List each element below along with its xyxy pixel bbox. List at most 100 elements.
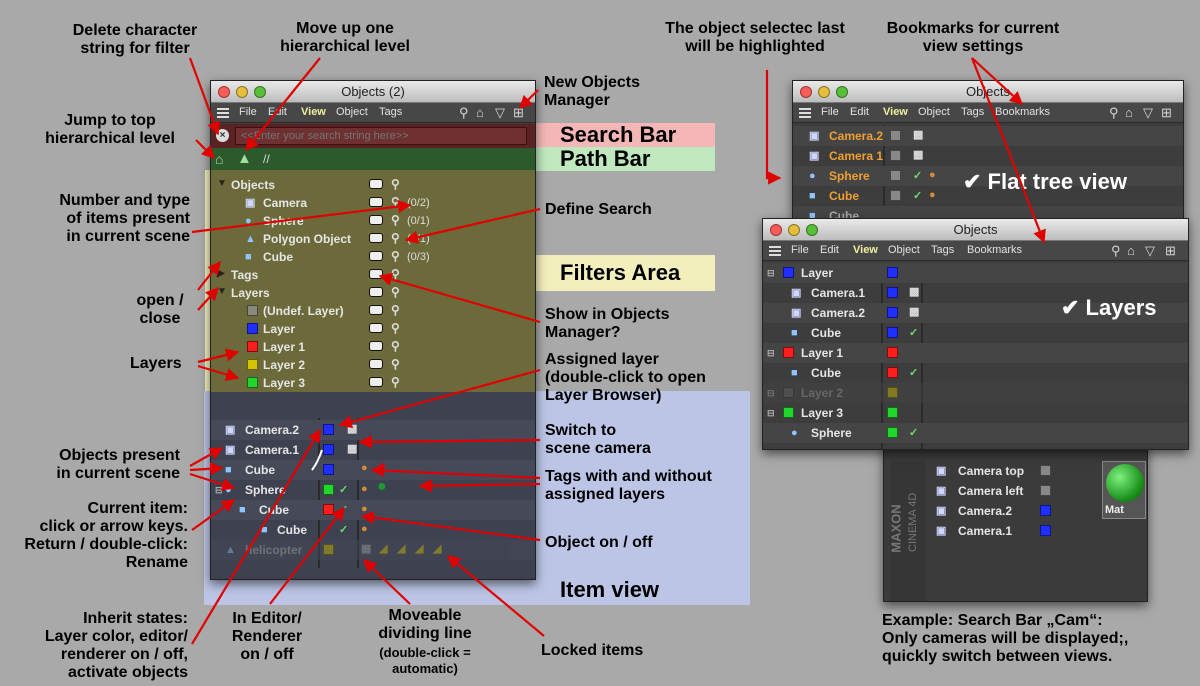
search-icon[interactable]: ⚲ [459, 105, 469, 120]
eye-icon[interactable] [369, 377, 383, 387]
filter-layer-layer2[interactable]: Layer 2 ⚲ [217, 355, 517, 375]
layer-color-swatch[interactable] [323, 504, 334, 515]
check-icon[interactable]: ✓ [339, 524, 349, 536]
layer-item-row[interactable]: ▣Camera.2▩ [763, 303, 1188, 323]
move-up-icon[interactable]: ⌂ [476, 105, 484, 120]
magnifier-icon[interactable]: ⚲ [391, 249, 400, 263]
layer-row[interactable]: ⊟Layer 3 [763, 403, 1188, 423]
layer-color-swatch[interactable] [323, 424, 334, 435]
item-helicopter[interactable]: ▲ helicopter ▦ ◢ ◢ ◢ ◢ [211, 540, 535, 560]
move-up-icon[interactable]: ⌂ [1127, 243, 1135, 258]
filter-object-cube[interactable]: ■ Cube ⚲ (0/3) [217, 247, 517, 267]
filter-layer-layer1[interactable]: Layer 1 ⚲ [217, 337, 517, 357]
tag-icon[interactable]: ● [361, 483, 368, 495]
camera-item[interactable]: ▣Camera.1 [932, 521, 1092, 541]
magnifier-icon[interactable]: ⚲ [391, 339, 400, 353]
material-swatch[interactable]: Mat [1102, 461, 1146, 519]
expand-toggle-icon[interactable]: ⊟ [215, 485, 223, 495]
new-manager-icon[interactable]: ⊞ [513, 105, 524, 120]
item-cube-grandchild[interactable]: ■ Cube ✓ ● [211, 520, 535, 540]
eye-icon[interactable] [369, 287, 383, 297]
filter-icon[interactable]: ▽ [1145, 243, 1155, 258]
zoom-window-button[interactable] [836, 86, 848, 98]
search-icon[interactable]: ⚲ [1109, 105, 1119, 120]
layer-row[interactable]: ⊟Layer 2 [763, 383, 1188, 403]
layer-color-swatch[interactable] [323, 444, 334, 455]
expand-toggle-icon[interactable]: ⊟ [767, 408, 775, 418]
filter-object-polygon[interactable]: ▲ Polygon Object ⚲ (0/1) [217, 229, 517, 249]
menu-edit[interactable]: Edit [268, 106, 287, 118]
menu-edit[interactable]: Edit [850, 106, 869, 118]
material-tag-icon[interactable]: ● [377, 458, 387, 475]
layer-color-swatch[interactable] [323, 544, 334, 555]
item-camera2[interactable]: ▣ Camera.2 ▩ [211, 420, 535, 440]
filter-object-camera[interactable]: ▣ Camera ⚲ (0/2) [217, 193, 517, 213]
flat-item[interactable]: ■Cube✓● [793, 186, 1183, 206]
magnifier-icon[interactable]: ⚲ [391, 303, 400, 317]
menu-object[interactable]: Object [918, 106, 950, 118]
menu-view[interactable]: View [853, 244, 878, 256]
title-bar[interactable]: Objects [793, 81, 1183, 103]
filter-icon[interactable]: ▽ [495, 105, 505, 120]
eye-icon[interactable] [369, 341, 383, 351]
up-arrow-icon[interactable]: ▲ [237, 150, 252, 167]
scene-camera-icon[interactable]: ▩ [347, 423, 358, 435]
menu-object[interactable]: Object [888, 244, 920, 256]
eye-icon[interactable] [369, 251, 383, 261]
filter-layer-layer3[interactable]: Layer 3 ⚲ [217, 373, 517, 393]
filter-layer-layer[interactable]: Layer ⚲ [217, 319, 517, 339]
layer-color-swatch[interactable] [323, 484, 334, 495]
hamburger-menu-icon[interactable] [769, 246, 781, 256]
magnifier-icon[interactable]: ⚲ [391, 195, 400, 209]
item-camera1[interactable]: ▣ Camera.1 ▩ [211, 440, 535, 460]
search-input[interactable] [235, 127, 527, 145]
material-tag-icon[interactable]: ● [377, 478, 387, 495]
layer-row[interactable]: ⊟Layer [763, 263, 1188, 283]
magnifier-icon[interactable]: ⚲ [391, 357, 400, 371]
menu-tags[interactable]: Tags [931, 244, 955, 256]
filter-icon[interactable]: ▽ [1143, 105, 1153, 120]
check-icon[interactable]: ✓ [339, 484, 349, 496]
magnifier-icon[interactable]: ⚲ [391, 321, 400, 335]
column-divider[interactable] [357, 418, 359, 568]
layer-item-row[interactable]: ▣Camera.1▩ [763, 283, 1188, 303]
menu-file[interactable]: File [821, 106, 839, 118]
eye-icon[interactable] [369, 359, 383, 369]
layer-color-swatch[interactable] [323, 464, 334, 475]
menu-view[interactable]: View [301, 106, 326, 118]
filter-object-sphere[interactable]: ● Sphere ⚲ (0/1) [217, 211, 517, 231]
menu-object[interactable]: Object [336, 106, 368, 118]
expand-toggle-icon[interactable]: ⊟ [767, 388, 775, 398]
menu-file[interactable]: File [239, 106, 257, 118]
menu-bookmarks[interactable]: Bookmarks [995, 106, 1051, 118]
title-bar[interactable]: Objects [763, 219, 1188, 241]
eye-icon[interactable] [369, 269, 383, 279]
menu-file[interactable]: File [791, 244, 809, 256]
layer-item-row[interactable]: ●Sphere✓ [763, 423, 1188, 443]
new-manager-icon[interactable]: ⊞ [1165, 243, 1176, 258]
expand-toggle-icon[interactable]: ⊟ [767, 348, 775, 358]
menu-bookmarks[interactable]: Bookmarks [967, 244, 1023, 256]
close-window-button[interactable] [800, 86, 812, 98]
zoom-window-button[interactable] [806, 224, 818, 236]
magnifier-icon[interactable]: ⚲ [391, 177, 400, 191]
search-icon[interactable]: ⚲ [1111, 243, 1121, 258]
minimize-window-button[interactable] [788, 224, 800, 236]
magnifier-icon[interactable]: ⚲ [391, 213, 400, 227]
camera-item[interactable]: ▣Camera top [932, 461, 1092, 481]
close-window-button[interactable] [770, 224, 782, 236]
tag-icon[interactable]: ● [361, 523, 368, 535]
scene-camera-icon[interactable]: ▩ [347, 443, 358, 455]
magnifier-icon[interactable]: ⚲ [391, 267, 400, 281]
layer-item-row[interactable]: ■Cube✓ [763, 363, 1188, 383]
clear-filter-icon[interactable]: × [216, 129, 229, 142]
home-icon[interactable]: ⌂ [215, 151, 224, 167]
flat-item[interactable]: ▣Camera 1▩ [793, 146, 1183, 166]
magnifier-icon[interactable]: ⚲ [391, 375, 400, 389]
item-cube-child[interactable]: ■ Cube ✓ ● [211, 500, 535, 520]
tag-icon[interactable]: ● [361, 503, 368, 515]
move-up-icon[interactable]: ⌂ [1125, 105, 1133, 120]
menu-edit[interactable]: Edit [820, 244, 839, 256]
eye-icon[interactable] [369, 179, 383, 189]
hamburger-menu-icon[interactable] [799, 108, 811, 118]
